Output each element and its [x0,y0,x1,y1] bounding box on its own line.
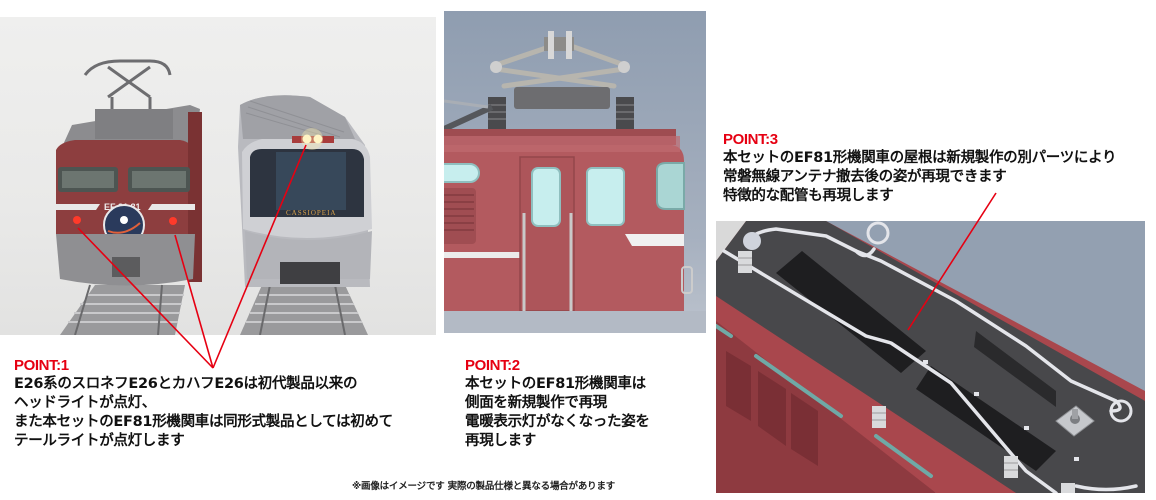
point-2-line-2: 側面を新規製作で再現 [465,395,607,411]
point-1-label: POINT:1 [14,357,69,374]
point-2-label: POINT:2 [465,357,520,374]
roof-render-ef81 [716,221,1145,493]
point-2-line-3: 電暖表示灯がなくなった姿を [465,414,650,430]
point-2-line-1: 本セットのEF81形機関車は [465,376,646,392]
point-1-caption: POINT:1 E26系のスロネフE26とカハフE26は初代製品以来の ヘッドラ… [14,356,393,451]
train-models-illustration: EF 81 81 CASSIOPEIA [56,59,372,335]
side-render-ef81 [444,11,706,333]
image-disclaimer: ※画像はイメージです 実際の製品仕様と異なる場合があります [352,481,616,492]
point-3-caption: POINT:3 本セットのEF81形機関車の屋根は新規製作の別パーツにより 常磐… [723,130,1117,206]
model-photo-ef81-and-e26: EF 81 81 CASSIOPEIA [0,17,436,335]
svg-text:CASSIOPEIA: CASSIOPEIA [286,209,336,217]
point-3-label: POINT:3 [723,131,778,148]
point-3-line-2: 常磐無線アンテナ撤去後の姿が再現できます [723,169,1007,185]
point-1-line-1: E26系のスロネフE26とカハフE26は初代製品以来の [14,376,358,392]
locomotive-side-illustration [444,31,706,333]
point-1-line-2: ヘッドライトが点灯、 [14,395,156,411]
point-1-line-4: テールライトが点灯します [14,433,185,449]
point-2-line-4: 再現します [465,433,536,449]
locomotive-roof-illustration [716,221,1145,493]
point-3-line-3: 特徴的な配管も再現します [723,188,894,204]
point-1-line-3: また本セットのEF81形機関車は同形式製品としては初めて [14,414,393,430]
point-3-line-1: 本セットのEF81形機関車の屋根は新規製作の別パーツにより [723,150,1117,166]
point-2-caption: POINT:2 本セットのEF81形機関車は 側面を新規製作で再現 電暖表示灯が… [465,356,650,451]
